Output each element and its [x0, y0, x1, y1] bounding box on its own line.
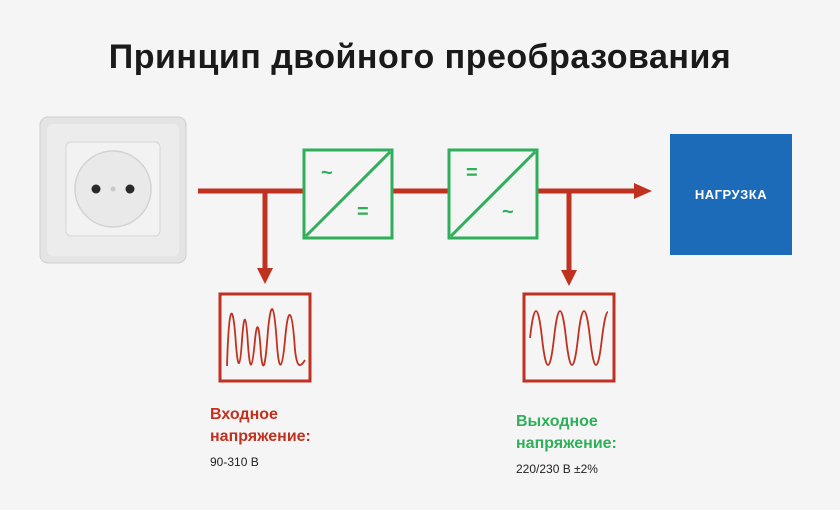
input-waveform: [218, 292, 312, 383]
inverter-dc-symbol: =: [466, 162, 478, 184]
output-title-line2: напряжение:: [516, 435, 617, 452]
rectifier-dc-symbol: =: [357, 201, 369, 223]
inverter-block: [447, 148, 539, 240]
input-voltage-label: Входное напряжение: 90-310 В: [210, 404, 311, 469]
output-branch-arrow: [561, 270, 577, 286]
output-title-line1: Выходное: [516, 413, 598, 430]
input-voltage-value: 90-310 В: [210, 455, 259, 469]
rectifier-block: [302, 148, 394, 240]
input-title-line1: Входное: [210, 406, 278, 423]
input-branch-arrow: [257, 268, 273, 284]
input-title-line2: напряжение:: [210, 428, 311, 445]
load-block: НАГРУЗКА: [670, 134, 792, 255]
rectifier-ac-symbol: ~: [321, 162, 333, 184]
load-label: НАГРУЗКА: [694, 187, 768, 202]
output-waveform: [522, 292, 616, 383]
wall-socket-icon: [39, 116, 187, 264]
page-title: Принцип двойного преобразования: [108, 38, 732, 76]
main-arrow-head: [634, 183, 652, 199]
inverter-ac-symbol: ~: [502, 201, 514, 223]
output-voltage-value: 220/230 В ±2%: [516, 462, 598, 476]
output-voltage-label: Выходное напряжение: 220/230 В ±2%: [516, 411, 617, 476]
